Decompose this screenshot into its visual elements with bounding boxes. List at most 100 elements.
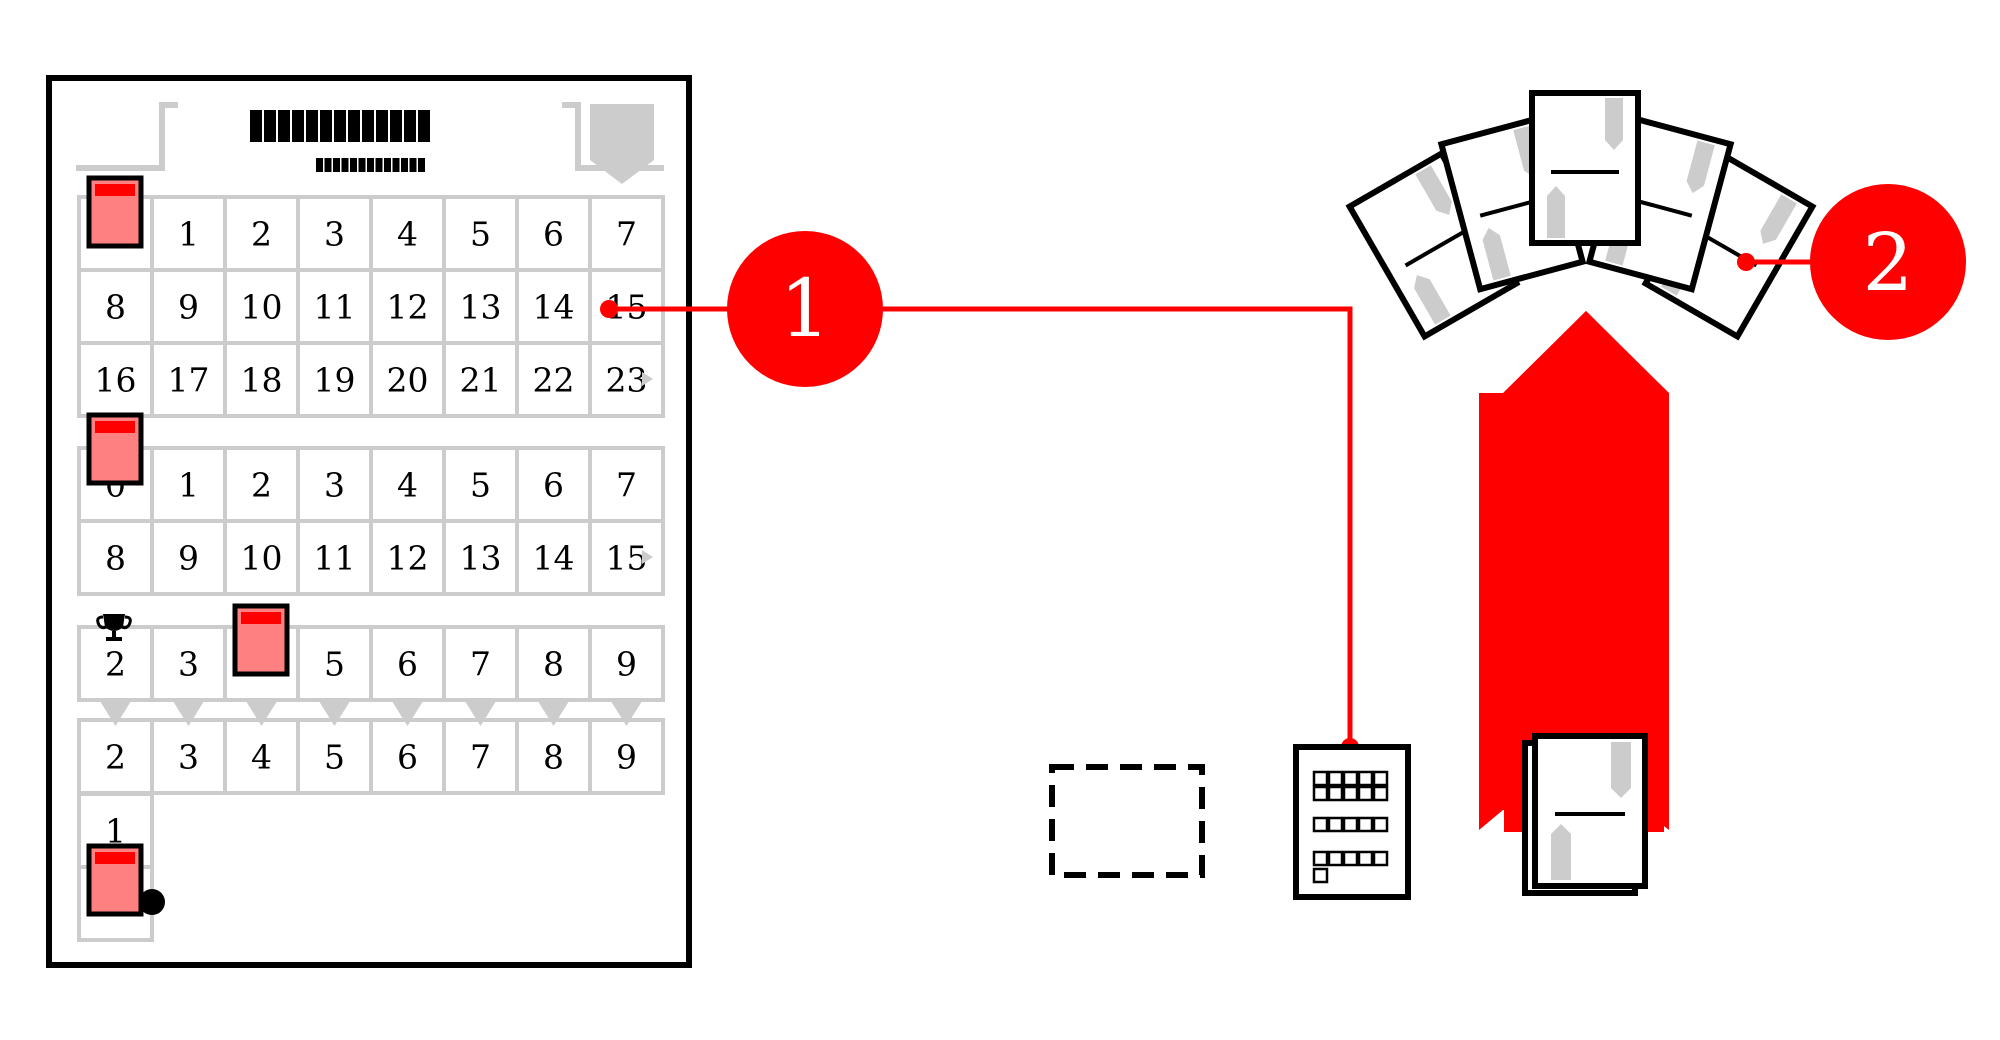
cell-number: 5 (324, 645, 345, 684)
track-cell: 12 (369, 268, 446, 345)
connector-arrow-icon (319, 702, 350, 726)
cell-number: 22 (533, 361, 575, 400)
bookmark-icon (590, 104, 654, 184)
cell-number: 4 (397, 215, 418, 254)
track-cell: 2 (223, 195, 300, 272)
track-cell: 16 (77, 341, 154, 418)
track-cell: 4 (369, 195, 446, 272)
track-cell: 9 (150, 268, 227, 345)
cell-number: 6 (543, 466, 564, 505)
cell-number: 2 (105, 645, 126, 684)
track-cell: 9 (588, 718, 665, 795)
score-pad-box (1327, 785, 1344, 802)
score-pad-box (1372, 770, 1389, 787)
track-cell: 17 (150, 341, 227, 418)
cell-number: 9 (616, 738, 637, 777)
cell-number: 19 (314, 361, 356, 400)
track-cell: 12 (369, 519, 446, 596)
score-peg (139, 889, 165, 915)
score-pad-box (1327, 770, 1344, 787)
score-pad-box (1357, 770, 1374, 787)
track-cell: 5 (442, 195, 519, 272)
track-cell: 9 (588, 625, 665, 702)
cell-number: 12 (387, 539, 429, 578)
track-cell: 4 (369, 446, 446, 523)
callout-2-number: 2 (1863, 216, 1914, 309)
cell-number: 3 (324, 215, 345, 254)
cell-number: 20 (387, 361, 429, 400)
card-icon (1529, 90, 1641, 246)
cell-number: 14 (533, 539, 575, 578)
connector-arrow-icon (100, 702, 131, 726)
connector-arrow-icon (611, 702, 642, 726)
track-cell: 6 (369, 718, 446, 795)
score-pad-box (1312, 867, 1329, 884)
track-cell: 8 (77, 268, 154, 345)
card-deck (1522, 733, 1648, 896)
cell-number: 2 (251, 215, 272, 254)
score-pad-box (1312, 770, 1329, 787)
cell-number: 5 (324, 738, 345, 777)
connector-arrow-icon (465, 702, 496, 726)
track-cell: 8 (77, 519, 154, 596)
continue-arrow-icon (642, 550, 653, 564)
callout-1-anchor-dot (600, 300, 618, 318)
cell-number: 9 (616, 645, 637, 684)
track-cell: 7 (588, 446, 665, 523)
cell-number: 2 (251, 466, 272, 505)
cell-number: 5 (470, 215, 491, 254)
track-cell: 2 (77, 718, 154, 795)
cell-number: 11 (314, 539, 356, 578)
left-bracket-decoration (76, 102, 178, 171)
score-pad-box (1372, 816, 1389, 833)
callout-1: 1 (600, 231, 1359, 756)
card-icon (1532, 733, 1648, 889)
cell-number: 18 (241, 361, 283, 400)
track-cell: 4 (223, 718, 300, 795)
player-board: 1234567891011121314151617181920212223012… (46, 75, 692, 968)
score-pad-box (1312, 850, 1329, 867)
cell-number: 13 (460, 539, 502, 578)
marker-block-icon (86, 412, 144, 486)
cell-number: 8 (543, 738, 564, 777)
cell-number: 8 (105, 539, 126, 578)
trophy-icon (96, 614, 132, 641)
cell-number: 21 (460, 361, 502, 400)
cell-number: 4 (397, 466, 418, 505)
cell-number: 8 (105, 288, 126, 327)
cell-number: 11 (314, 288, 356, 327)
track-cell: 6 (369, 625, 446, 702)
cell-number: 3 (178, 738, 199, 777)
track-cell: 19 (296, 341, 373, 418)
cell-number: 6 (397, 738, 418, 777)
score-pad-box (1357, 850, 1374, 867)
cell-number: 17 (168, 361, 210, 400)
board-subtitle-bar (316, 158, 425, 172)
cell-number: 15 (606, 539, 648, 578)
score-pad-box (1312, 816, 1329, 833)
cell-number: 1 (178, 466, 199, 505)
track-cell: 6 (515, 195, 592, 272)
track-cell: 11 (296, 519, 373, 596)
score-pad-box (1327, 850, 1344, 867)
track-cell: 2 (223, 446, 300, 523)
score-pad-box (1342, 785, 1359, 802)
cell-number: 3 (324, 466, 345, 505)
marker-block-icon (86, 843, 144, 917)
track-cell: 22 (515, 341, 592, 418)
empty-slot-placeholder (1049, 764, 1205, 878)
score-pad-icon (1293, 744, 1411, 900)
cell-number: 3 (178, 645, 199, 684)
track-cell: 8 (515, 718, 592, 795)
track-cell: 3 (296, 446, 373, 523)
track-cell: 5 (442, 446, 519, 523)
board-header (76, 102, 664, 184)
draw-arrow-head (1504, 311, 1668, 393)
track-cell: 8 (515, 625, 592, 702)
track-cell: 5 (296, 718, 373, 795)
score-pad-box (1357, 816, 1374, 833)
score-pad-box (1342, 850, 1359, 867)
track-cell: 7 (588, 195, 665, 272)
